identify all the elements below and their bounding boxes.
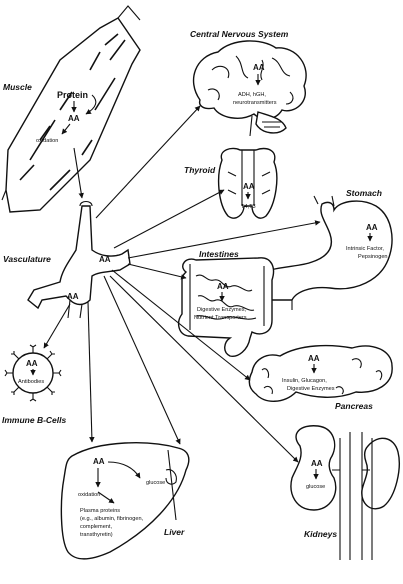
liver-product-line4: transthyretin) [80,532,113,538]
cns-label: Central Nervous System [190,29,289,39]
vasculature-aa-upper: AA [99,255,111,264]
vasculature-aa-lower: AA [67,292,79,301]
muscle-oxidation: oxidation [36,138,58,144]
liver-glucose: glucose [146,480,165,486]
kidneys-aa: AA [311,459,323,468]
thyroid-aa: AA [243,182,255,191]
intestines-aa: AA [217,282,229,291]
thyroid-label: Thyroid [184,165,216,175]
intestines-product-line2: Nutrient Transporters [194,315,247,321]
muscle-aa: AA [68,114,80,123]
liver-oxidation: oxidation [78,492,100,498]
kidneys-label: Kidneys [304,529,337,539]
liver-aa: AA [93,457,105,466]
pancreas-product-line2: Digestive Enzymes [287,386,335,392]
cns-aa: AA [253,63,265,72]
muscle-label: Muscle [3,82,32,92]
kidneys-illustration [291,426,399,560]
bcells-label: Immune B-Cells [2,415,67,425]
liver-product-line3: complement, [80,524,112,530]
liver-illustration [61,443,188,559]
brain-illustration [194,41,307,136]
intestines-label: Intestines [199,249,239,259]
bcells-aa: AA [26,359,38,368]
stomach-illustration [268,196,392,310]
bcells-product: Antibodies [18,379,44,385]
pancreas-aa: AA [308,354,320,363]
muscle-illustration [2,6,140,212]
thyroid-product: T4,T3 [241,204,256,210]
liver-product-line1: Plasma proteins [80,508,120,514]
liver-product-line2: (e.g., albumin, fibrinogen, [80,516,144,522]
stomach-aa: AA [366,223,378,232]
intestines-product-line1: Digestive Enzymes, [197,307,247,313]
stomach-product-line1: Intrinsic Factor, [346,246,384,252]
pancreas-illustration [249,346,392,402]
pancreas-product-line1: Insulin, Glucagon, [282,378,327,384]
stomach-product-line2: Pepsinogen [358,254,388,260]
pancreas-label: Pancreas [335,401,373,411]
kidneys-glucose: glucose [306,484,325,490]
cns-product-line2: neurotransmitters [233,100,277,106]
liver-label: Liver [164,527,185,537]
muscle-protein: Protein [57,90,88,100]
cns-product-line1: ADH, hGH, [238,92,266,98]
stomach-label: Stomach [346,188,382,198]
vasculature-label: Vasculature [3,254,51,264]
